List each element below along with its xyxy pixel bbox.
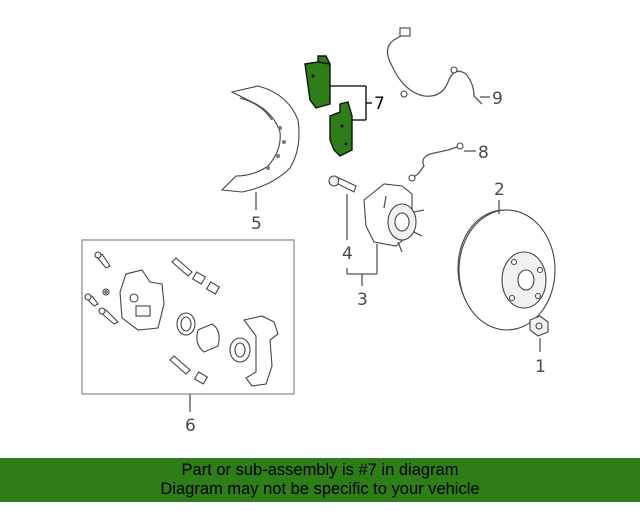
brake-rotor[interactable] xyxy=(457,209,556,331)
callout-7: 7 xyxy=(374,94,385,114)
callout-9: 9 xyxy=(492,89,503,109)
brake-pad-upper[interactable] xyxy=(304,55,331,109)
callout-2: 2 xyxy=(494,180,505,200)
callout-8: 8 xyxy=(478,143,489,163)
brake-line[interactable] xyxy=(408,142,464,182)
callout-3: 3 xyxy=(357,290,368,310)
callout-4: 4 xyxy=(342,244,353,264)
banner-line-2: Diagram may not be specific to your vehi… xyxy=(160,480,480,498)
info-banner: Part or sub-assembly is #7 in diagram Di… xyxy=(0,458,640,502)
parts-diagram: 5 7 9 8 4 xyxy=(81,27,556,436)
brake-pad-lower[interactable] xyxy=(329,101,353,157)
callout-1: 1 xyxy=(535,357,546,377)
caliper-kit-box[interactable] xyxy=(81,239,295,395)
hub-bearing[interactable] xyxy=(363,183,425,253)
abs-sensor-cable[interactable] xyxy=(386,27,483,105)
lug-nut[interactable] xyxy=(529,315,549,337)
callout-6: 6 xyxy=(185,416,196,436)
dust-shield[interactable] xyxy=(220,85,300,193)
callout-5: 5 xyxy=(251,214,262,234)
banner-line-1: Part or sub-assembly is #7 in diagram xyxy=(181,461,459,479)
hub-bolt[interactable] xyxy=(328,175,357,193)
